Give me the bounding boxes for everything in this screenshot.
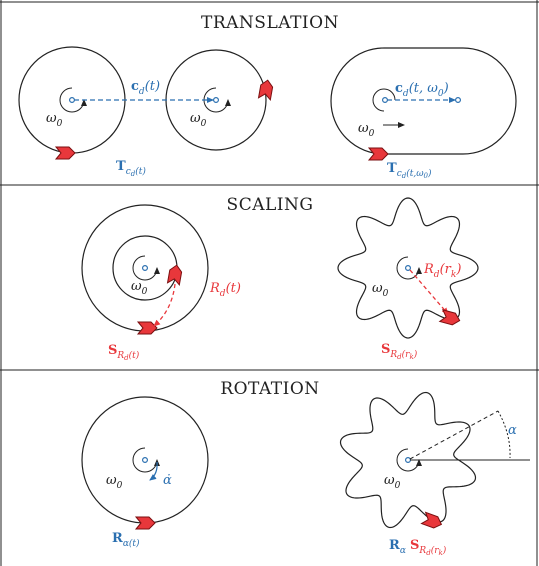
scaling-path (409, 269, 449, 315)
omega-label: ω0 (372, 281, 389, 299)
rotation-arrow (203, 87, 231, 113)
rotation-arrow (396, 448, 422, 472)
rotation-title: ROTATION (220, 379, 319, 399)
center-dot (213, 96, 220, 103)
center-dot (68, 96, 75, 103)
center-dot (382, 96, 389, 103)
center-dot (142, 457, 149, 464)
rotation-arrow (59, 87, 87, 113)
center-dot (142, 265, 149, 272)
rotation-arrow (396, 256, 422, 280)
rotation-angle-arc (497, 410, 511, 459)
omega-label: ω0 (131, 279, 148, 297)
scaling-panel: SCALING ω0 Rd(t) SRd(t) Rd(rk) ω0 SRd(rk… (81, 195, 479, 362)
translation-panel: TRANSLATION cd(t) ω0 ω0 Tcd(t) (18, 13, 517, 180)
vehicle-marker (55, 146, 76, 160)
translation-operator-label: Tcd(t) (116, 159, 146, 178)
radius-label: Rd(rk) (423, 262, 461, 280)
center-dot (405, 457, 412, 464)
omega-label: ω0 (106, 473, 123, 491)
vehicle-marker (167, 263, 184, 286)
radius-label: Rd(t) (209, 281, 241, 299)
swept-trajectory-stadium (330, 47, 517, 155)
center-dot (405, 265, 412, 272)
alpha-dot-label: α̇ (163, 473, 172, 488)
omega-label: ω0 (358, 121, 375, 139)
rotation-rate-arrow (149, 461, 158, 481)
cd-omega-label: cd(t, ω0) (395, 81, 449, 99)
rotation-panel: ROTATION ω0 α̇ Rα(t) α ω0 Rα SRd(rk) (81, 379, 530, 557)
rotation-scaling-operator-label: Rα SRd(rk) (389, 538, 447, 557)
translation-title: TRANSLATION (201, 13, 339, 33)
flower-trajectory (337, 197, 479, 339)
rotation-arrow-partial (372, 88, 396, 112)
scaling-title: SCALING (227, 195, 314, 215)
vehicle-marker (368, 147, 389, 161)
center-dot (455, 96, 462, 103)
translation-operator-label: Tcd(t,ω0) (387, 161, 432, 180)
rotated-axis (409, 410, 499, 460)
omega-label: ω0 (46, 111, 63, 129)
flower-trajectory-rotated (339, 391, 477, 529)
rotation-operator-label: Rα(t) (112, 531, 140, 549)
alpha-label: α (508, 423, 517, 438)
scaling-operator-label: SRd(t) (108, 343, 140, 362)
rotation-arrow (132, 447, 160, 473)
omega-label: ω0 (384, 473, 401, 491)
scaling-path (153, 283, 176, 327)
vehicle-marker (439, 309, 462, 327)
vehicle-marker (137, 321, 158, 335)
omega-label: ω0 (190, 111, 207, 129)
cd-label: cd(t) (131, 79, 160, 97)
rotation-arrow (132, 255, 160, 281)
scaling-operator-label: SRd(rk) (381, 342, 418, 361)
